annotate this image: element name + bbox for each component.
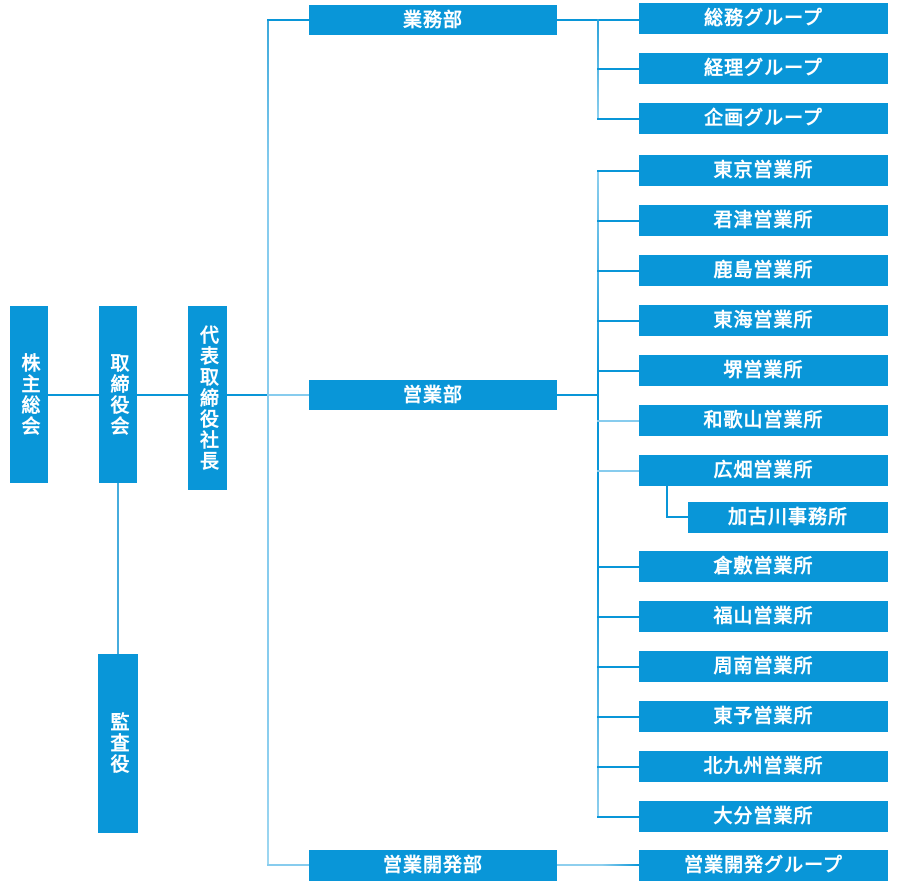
node-kurashiki-sales-office: 倉敷営業所 (639, 551, 888, 582)
trunk-sales-offices (597, 170, 599, 817)
node-president: 代表取締役社長 (188, 306, 227, 490)
node-kakogawa-office: 加古川事務所 (688, 502, 888, 533)
node-shunan-sales-office: 周南営業所 (639, 651, 888, 682)
connector-hirohata-office (597, 470, 639, 472)
connector-oita-office (597, 816, 639, 818)
connector-sales-dept-left (267, 394, 309, 396)
connector-fukuyama-office (597, 616, 639, 618)
node-sakai-sales-office: 堺営業所 (639, 355, 888, 386)
connector-business-dept-left (267, 19, 309, 21)
connector-wakayama-office (597, 420, 639, 422)
node-sales-dept: 営業部 (309, 380, 557, 410)
connector-kashima-office (597, 270, 639, 272)
connector-sakai-office (597, 370, 639, 372)
connector-sales-dev-group (557, 864, 639, 866)
connector-kurashiki-office (597, 566, 639, 568)
node-toyo-sales-office: 東予営業所 (639, 701, 888, 732)
connector-board-to-auditor (117, 483, 119, 654)
connector-kakogawa-vertical (666, 486, 668, 518)
connector-sales-dev-dept-left (267, 864, 309, 866)
connector-kakogawa-horizontal (666, 516, 688, 518)
connector-accounting-group (597, 68, 639, 70)
node-board-of-directors: 取締役会 (99, 306, 137, 483)
node-business-dept: 業務部 (309, 5, 557, 35)
node-tokai-sales-office: 東海営業所 (639, 305, 888, 336)
connector-governance-row (47, 394, 268, 396)
connector-kitakyushu-office (597, 766, 639, 768)
node-general-affairs-group: 総務グループ (639, 3, 888, 34)
node-sales-development-group: 営業開発グループ (639, 850, 888, 881)
node-fukuyama-sales-office: 福山営業所 (639, 601, 888, 632)
connector-toyo-office (597, 716, 639, 718)
node-oita-sales-office: 大分営業所 (639, 801, 888, 832)
node-planning-group: 企画グループ (639, 103, 888, 134)
node-kimitsu-sales-office: 君津営業所 (639, 205, 888, 236)
connector-shunan-office (597, 666, 639, 668)
node-sales-development-dept: 営業開発部 (309, 850, 557, 881)
node-auditor: 監査役 (98, 654, 138, 833)
node-kashima-sales-office: 鹿島営業所 (639, 255, 888, 286)
connector-planning-group (597, 118, 639, 120)
connector-tokai-office (597, 320, 639, 322)
node-tokyo-sales-office: 東京営業所 (639, 155, 888, 186)
node-wakayama-sales-office: 和歌山営業所 (639, 405, 888, 436)
node-hirohata-sales-office: 広畑営業所 (639, 455, 888, 486)
node-accounting-group: 経理グループ (639, 53, 888, 84)
connector-tokyo-office (597, 170, 639, 172)
node-shareholders-meeting: 株主総会 (10, 306, 48, 483)
connector-kimitsu-office (597, 220, 639, 222)
trunk-departments (267, 19, 269, 866)
connector-sales-dept-right (557, 394, 599, 396)
node-kitakyushu-sales-office: 北九州営業所 (639, 751, 888, 782)
